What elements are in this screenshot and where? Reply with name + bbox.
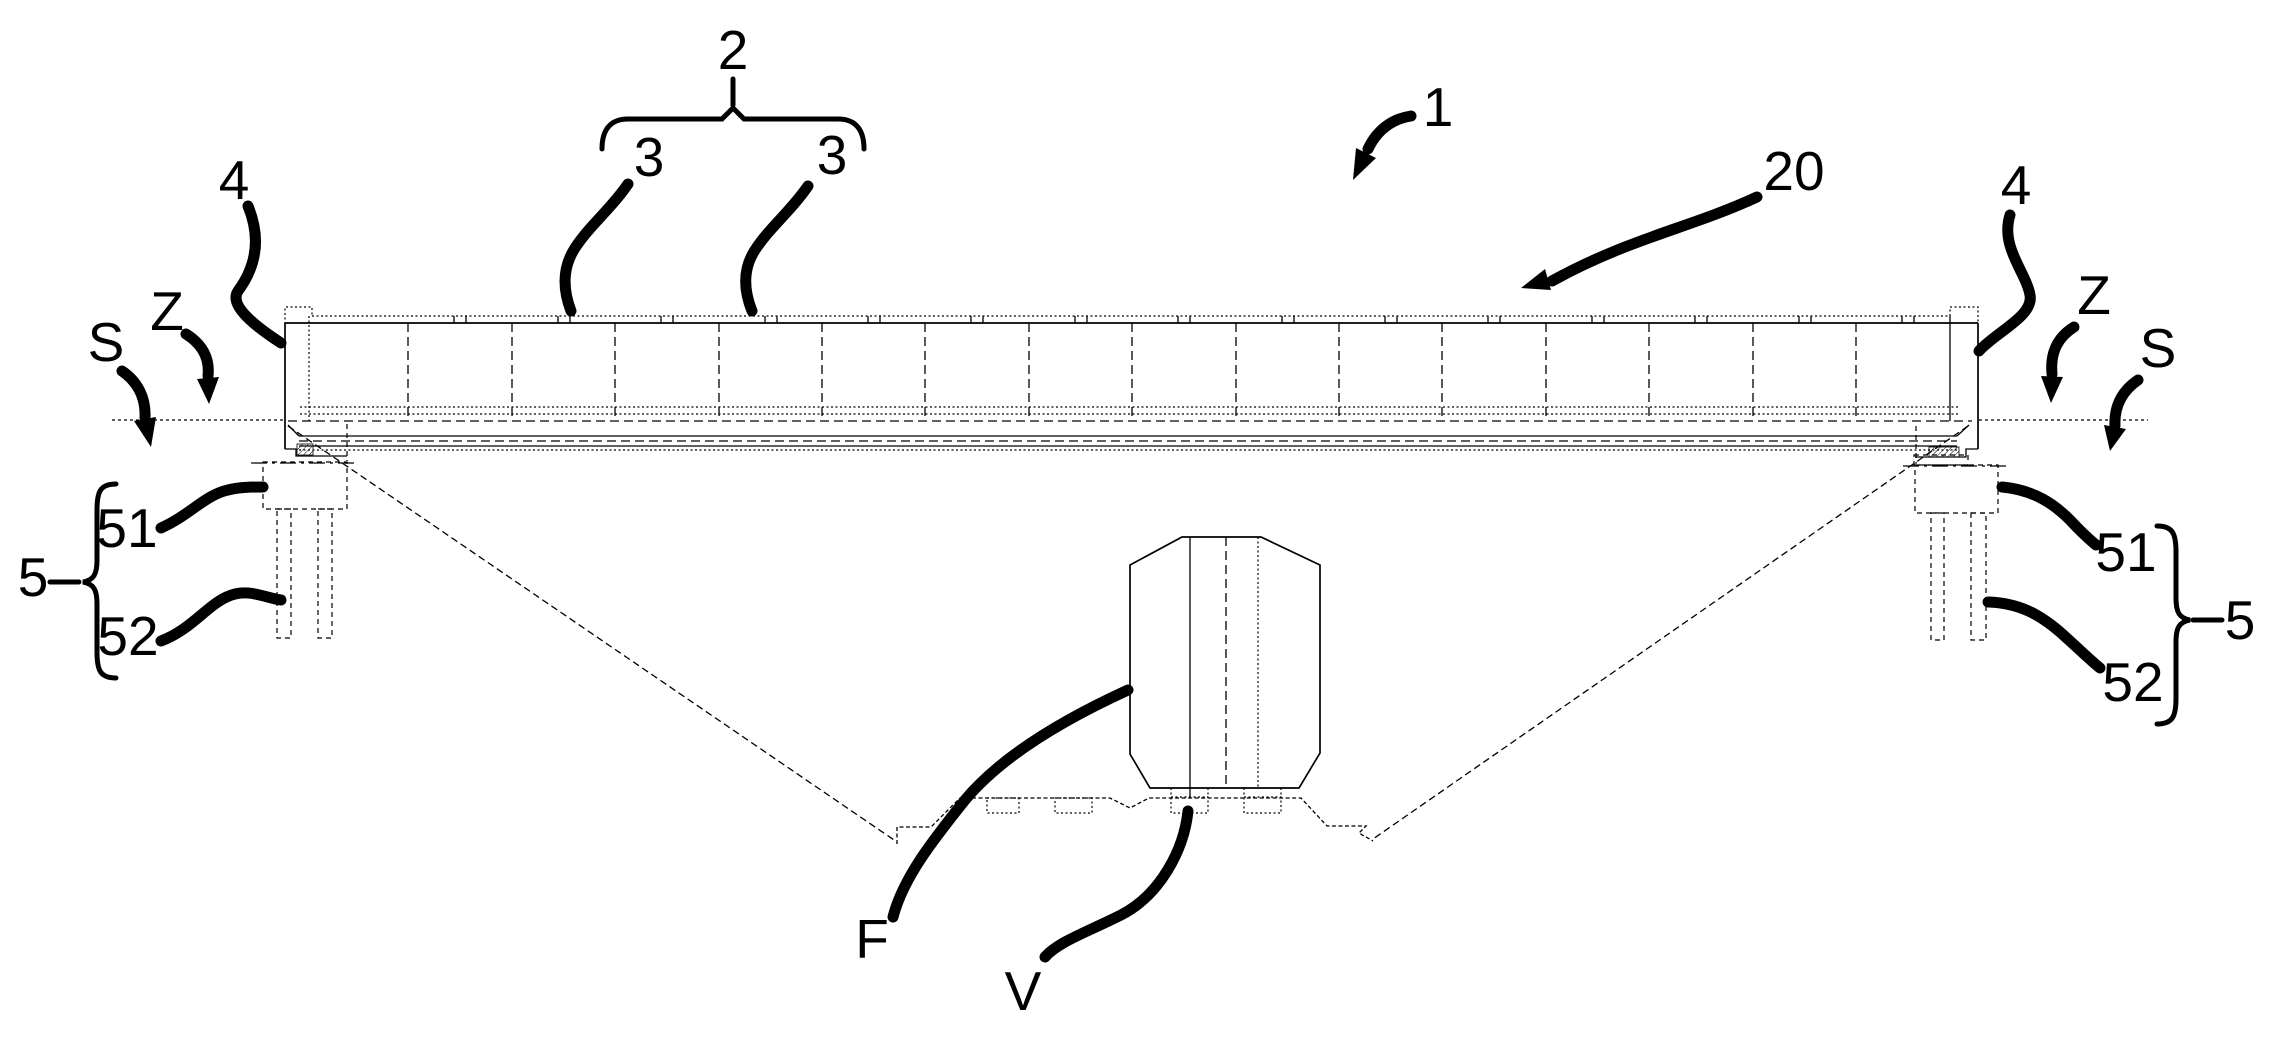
carrier-vehicle [1129,536,1321,798]
ground-pad [1054,797,1093,814]
label-4-left: 4 [219,149,250,211]
arrow-20-head [1521,269,1551,290]
brace-top [599,104,867,152]
label-s-left: S [88,311,125,373]
ground-pad [1243,796,1282,814]
leader-4-right [1973,209,2036,357]
left-bearing-hatch [296,443,314,456]
arrow-s-left-shaft [116,365,151,424]
left-support-leg [276,508,292,639]
label-z-right: Z [2077,264,2111,326]
label-3-left: 3 [634,126,665,188]
ground-line [896,797,1374,844]
right-support-step [1913,454,1969,466]
label-z-left: Z [150,280,184,342]
right-group-brace [2154,523,2225,727]
label-3-right: 3 [817,124,848,186]
leader-4-left [230,200,287,349]
leader-3-right [740,180,814,317]
label-4-right: 4 [2001,154,2032,216]
diagonal-left [287,425,898,843]
leaders [155,178,2106,963]
label-5-right: 5 [2225,589,2256,651]
label-2: 2 [718,19,749,81]
beam-bottom-flange [288,406,1972,422]
diagonal-right [1372,425,1969,840]
leader-52-right [1982,596,2106,674]
lowering-diagonals [287,425,1969,843]
arrow-s-left-head [134,417,156,447]
arrow-1-shaft [1362,110,1417,155]
left-end-notch [284,306,313,324]
reference-labels: 2 3 3 1 20 4 4 Z Z S S 5 51 52 5 51 52 F… [18,19,2256,1022]
label-52-right: 52 [2102,651,2163,713]
right-support [1903,426,2010,641]
label-1: 1 [1423,76,1454,138]
leader-52-left [155,587,287,647]
arrow-z-left-head [197,377,219,404]
ground-pad [986,797,1020,814]
leader-f [887,684,1134,923]
arrow-1-head [1353,148,1376,180]
arrow-20-shaft [1546,191,1763,287]
pad-connectors [1170,788,1282,797]
leader-51-right [1996,481,2102,551]
main-beam [284,306,1979,451]
right-support-block [1914,464,1999,514]
brace-right [2154,523,2191,727]
label-51-right: 51 [2095,521,2156,583]
label-5-left: 5 [18,546,49,608]
left-support [251,424,359,639]
left-support-block [262,461,348,510]
leader-3-left [559,178,634,317]
arrow-z-right-shaft [2046,321,2080,380]
leader-51-left [155,481,269,534]
beam-panel-dividers [407,323,1857,421]
leader-v [1039,805,1194,963]
label-v: V [1005,960,1042,1022]
lower-chord [287,424,1970,451]
right-support-leg [1970,512,1987,641]
right-bearing-hatch [1928,446,1960,458]
arrow-z-left-shaft [180,328,214,382]
label-51-left: 51 [96,497,157,559]
label-20: 20 [1763,140,1824,202]
right-support-leg [1930,512,1945,641]
left-bearing-step [285,448,347,457]
left-group-brace [47,481,119,681]
arrow-s-right-head [2104,425,2126,451]
label-f: F [855,908,889,970]
left-support-leg [317,508,333,639]
beam-top-ticks [453,316,1915,323]
arrow-z-right-head [2041,376,2063,403]
span-brace [599,76,867,152]
brace-left [82,481,119,681]
vehicle-body [1129,536,1321,789]
label-52-left: 52 [97,605,158,667]
arrows [116,110,2144,451]
label-s-right: S [2140,317,2177,379]
right-end-notch [1949,306,1979,324]
arrow-s-right-shaft [2109,374,2144,432]
